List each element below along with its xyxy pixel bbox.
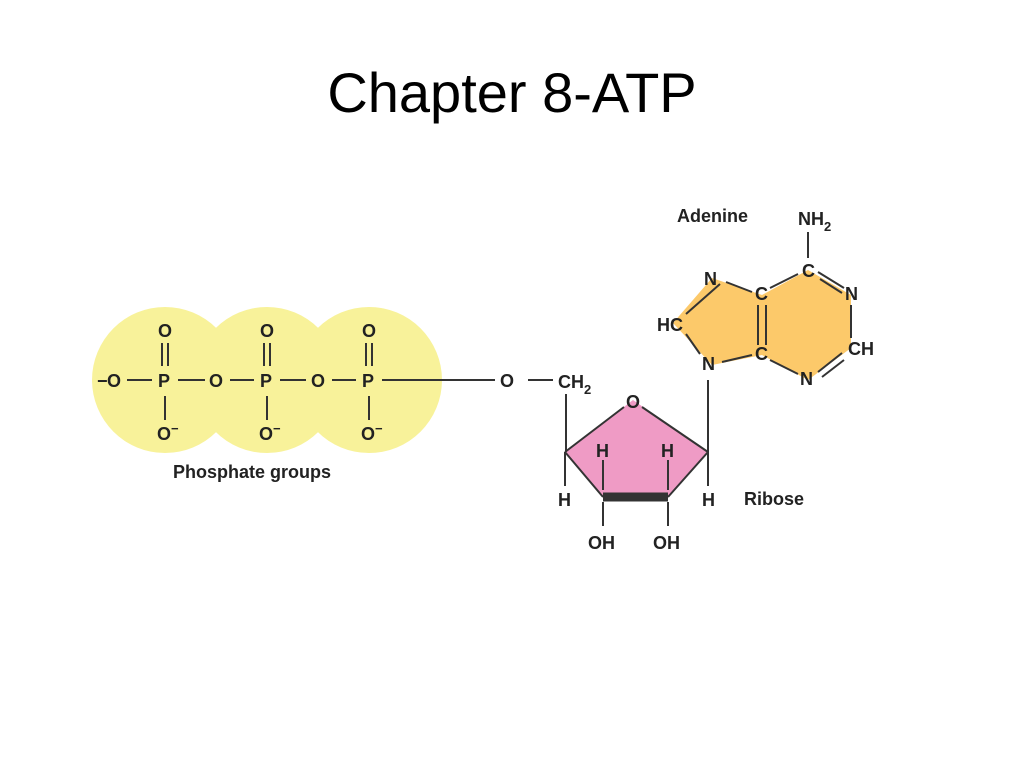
atom-o-double-2: O — [260, 321, 274, 341]
atom-o-bridge-2: O — [311, 371, 325, 391]
atom-p2: P — [260, 371, 272, 391]
ribose-atoms: O CH2 O H H H H OH OH — [500, 371, 715, 553]
atom-n7: N — [704, 269, 717, 289]
atom-oh-c3: OH — [588, 533, 615, 553]
atom-h-c4: H — [558, 490, 571, 510]
atom-hc8: HC — [657, 315, 683, 335]
atom-c4: C — [755, 344, 768, 364]
phosphate-terminal-minus: − — [97, 371, 108, 391]
atom-o-bridge-1: O — [209, 371, 223, 391]
phosphate-group-2-shape — [194, 307, 340, 453]
adenine-atoms: NH2 C N C N HC CH C N N — [657, 209, 874, 389]
atom-o-minus-3: O− — [361, 421, 383, 444]
atom-oh-c2: OH — [653, 533, 680, 553]
phosphate-atoms: − O P O P O P O O O O− O− O− — [97, 321, 383, 444]
phosphate-groups — [92, 307, 442, 453]
atom-h-ring-left: H — [596, 441, 609, 461]
atom-n3: N — [800, 369, 813, 389]
label-ribose: Ribose — [744, 489, 804, 509]
atom-p3: P — [362, 371, 374, 391]
adenine-ring-shape — [673, 278, 762, 365]
ribose-ring-shape — [565, 400, 708, 497]
bonds — [127, 232, 852, 526]
label-adenine: Adenine — [677, 206, 748, 226]
atom-ch2: CH2 — [558, 372, 591, 397]
atom-o-minus-1: O− — [157, 421, 179, 444]
atom-n1: N — [845, 284, 858, 304]
atom-p1: P — [158, 371, 170, 391]
atom-h-c1: H — [702, 490, 715, 510]
atom-nh2: NH2 — [798, 209, 831, 234]
adenine-ring-shape-2 — [762, 270, 851, 380]
atom-o-double-1: O — [158, 321, 172, 341]
atom-h-ring-right: H — [661, 441, 674, 461]
atom-c6: C — [802, 261, 815, 281]
phosphate-group-3-shape — [296, 307, 442, 453]
phosphate-group-1-shape — [92, 307, 238, 453]
atom-o-ester: O — [500, 371, 514, 391]
atom-o-double-3: O — [362, 321, 376, 341]
atom-n9: N — [702, 354, 715, 374]
atom-o-minus-2: O− — [259, 421, 281, 444]
atom-c5: C — [755, 284, 768, 304]
slide-title: Chapter 8-ATP — [327, 61, 697, 124]
atom-o-ring: O — [626, 392, 640, 412]
label-phosphate-groups: Phosphate groups — [173, 462, 331, 482]
atom-o-terminal: O — [107, 371, 121, 391]
atom-ch2-position: CH — [848, 339, 874, 359]
